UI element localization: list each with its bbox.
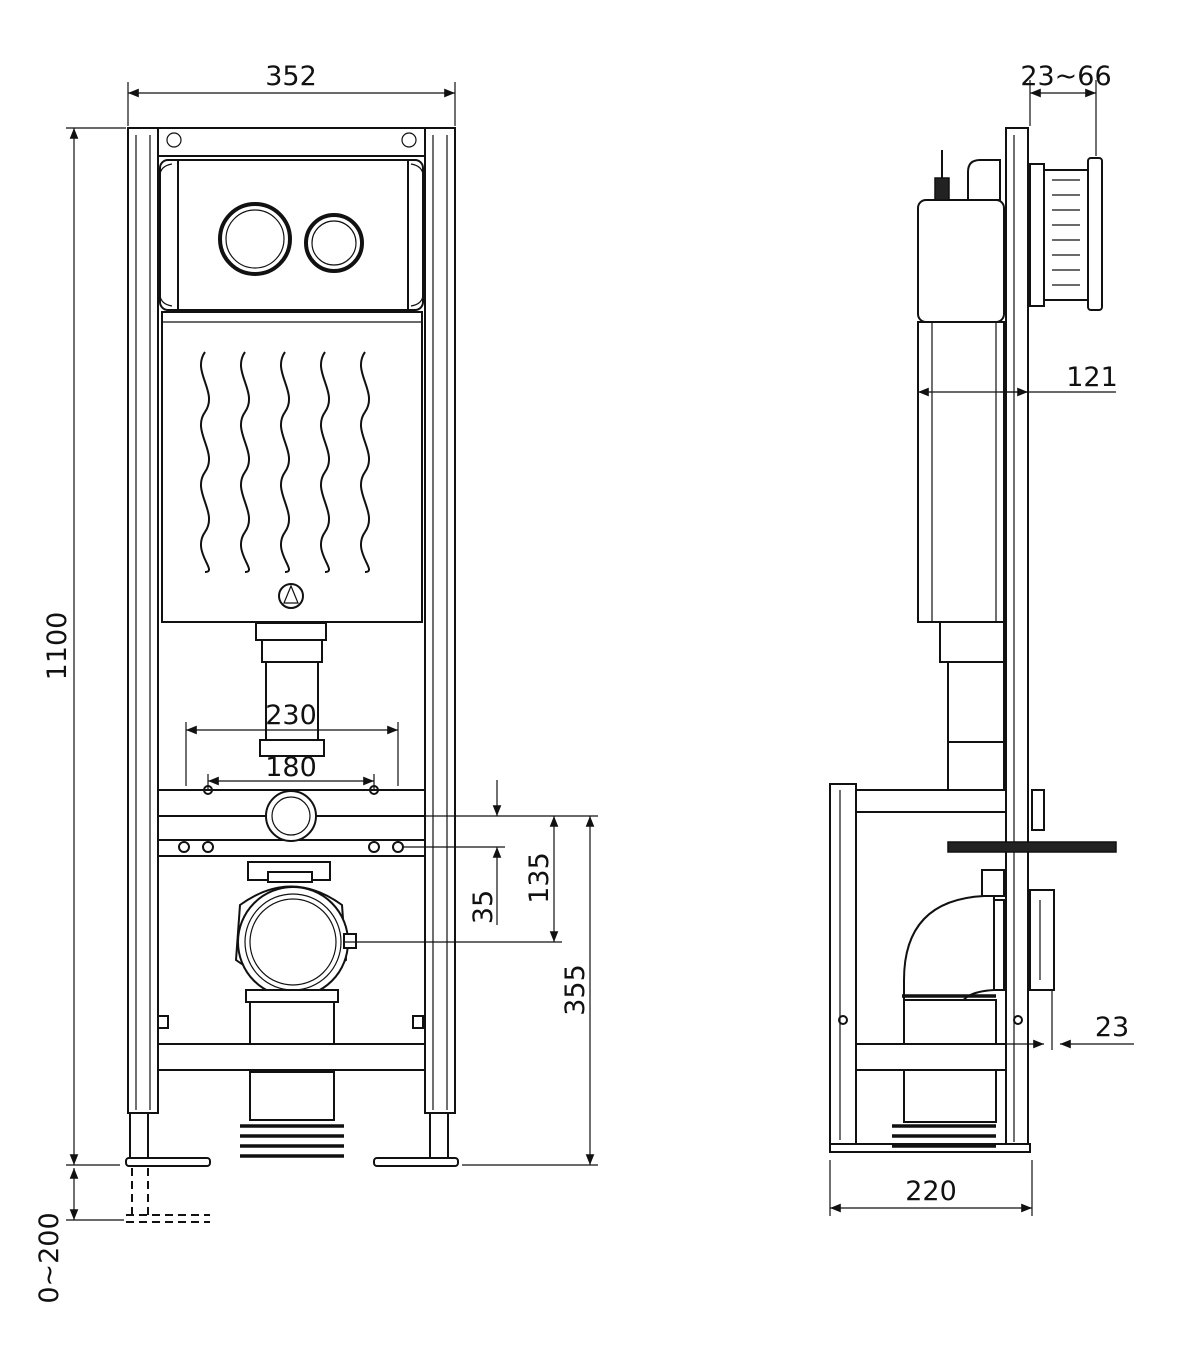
dim-floor-adjust: 0~200 [34,1212,65,1303]
dim-front-width: 352 [265,61,317,92]
dim-tank-depth: 121 [1066,362,1118,393]
front-view [125,127,459,1223]
outlet-elbow [234,861,357,1121]
dim-bolt-offset: 35 [468,890,499,924]
dim-button-depth: 23~66 [1020,61,1111,92]
side-view [829,127,1117,1153]
front-feet [125,1112,459,1223]
flush-pipe [255,622,327,757]
waste-seal [240,1124,344,1158]
small-flush-button [304,213,364,273]
bolt-bar [157,785,426,857]
dimension-lines [66,80,1134,1221]
dim-front-height: 1100 [42,612,73,681]
cistern [161,311,423,623]
side-cistern [917,150,1005,791]
side-outlet-elbow [892,869,1055,1148]
dim-bolt-outer: 230 [265,700,317,731]
side-flush-plate [1029,157,1103,311]
dim-pipe-offset: 135 [524,852,555,904]
dim-bolt-inner: 180 [265,752,317,783]
dim-wall-offset: 23 [1095,1012,1129,1043]
side-bolt-rod [947,841,1117,853]
dim-outlet-height: 355 [560,964,591,1016]
large-flush-button [218,202,292,276]
dim-frame-depth: 220 [905,1176,957,1207]
